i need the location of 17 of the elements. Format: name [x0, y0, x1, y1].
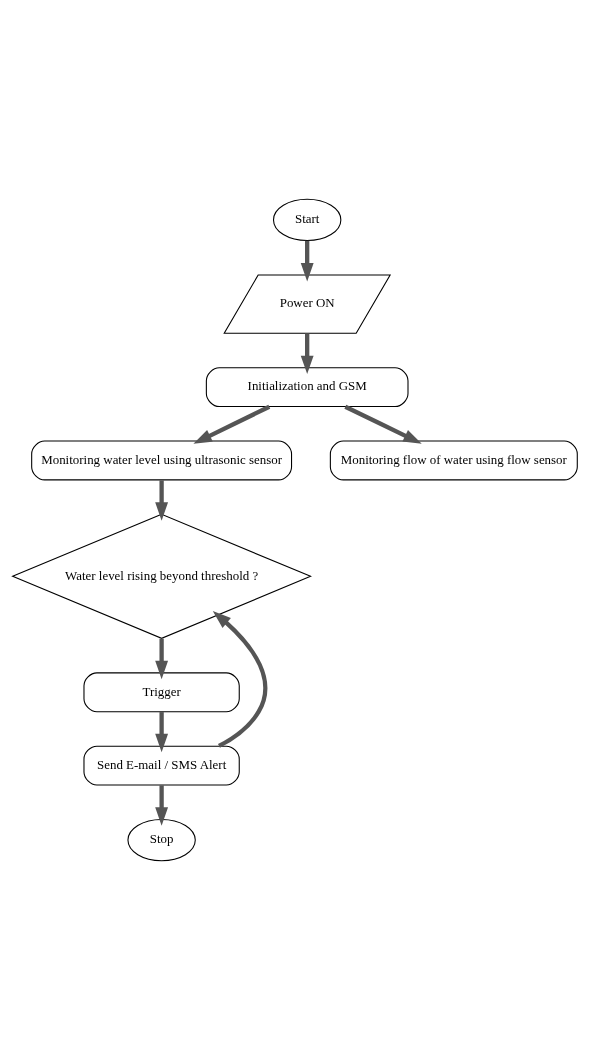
node-box: Initialization and GSM [205, 366, 409, 407]
node-diamond: Water level rising beyond threshold ? [11, 513, 312, 639]
node-box: Send E-mail / SMS Alert [83, 745, 240, 786]
arrow [344, 404, 422, 444]
arrow [155, 638, 169, 679]
node-ellipse: Start [272, 198, 342, 241]
node-box: Monitoring water level using ultrasonic sensor [31, 440, 293, 480]
arrow [212, 610, 268, 748]
node-box: Monitoring flow of water using flow sensor [329, 440, 578, 480]
arrow [300, 332, 314, 374]
arrow [300, 240, 314, 281]
node-box: Trigger [83, 671, 240, 712]
arrow [155, 479, 169, 521]
arrow [155, 711, 169, 752]
node-ellipse: Stop [127, 818, 196, 861]
arrow [193, 404, 271, 444]
arrow [155, 784, 169, 826]
